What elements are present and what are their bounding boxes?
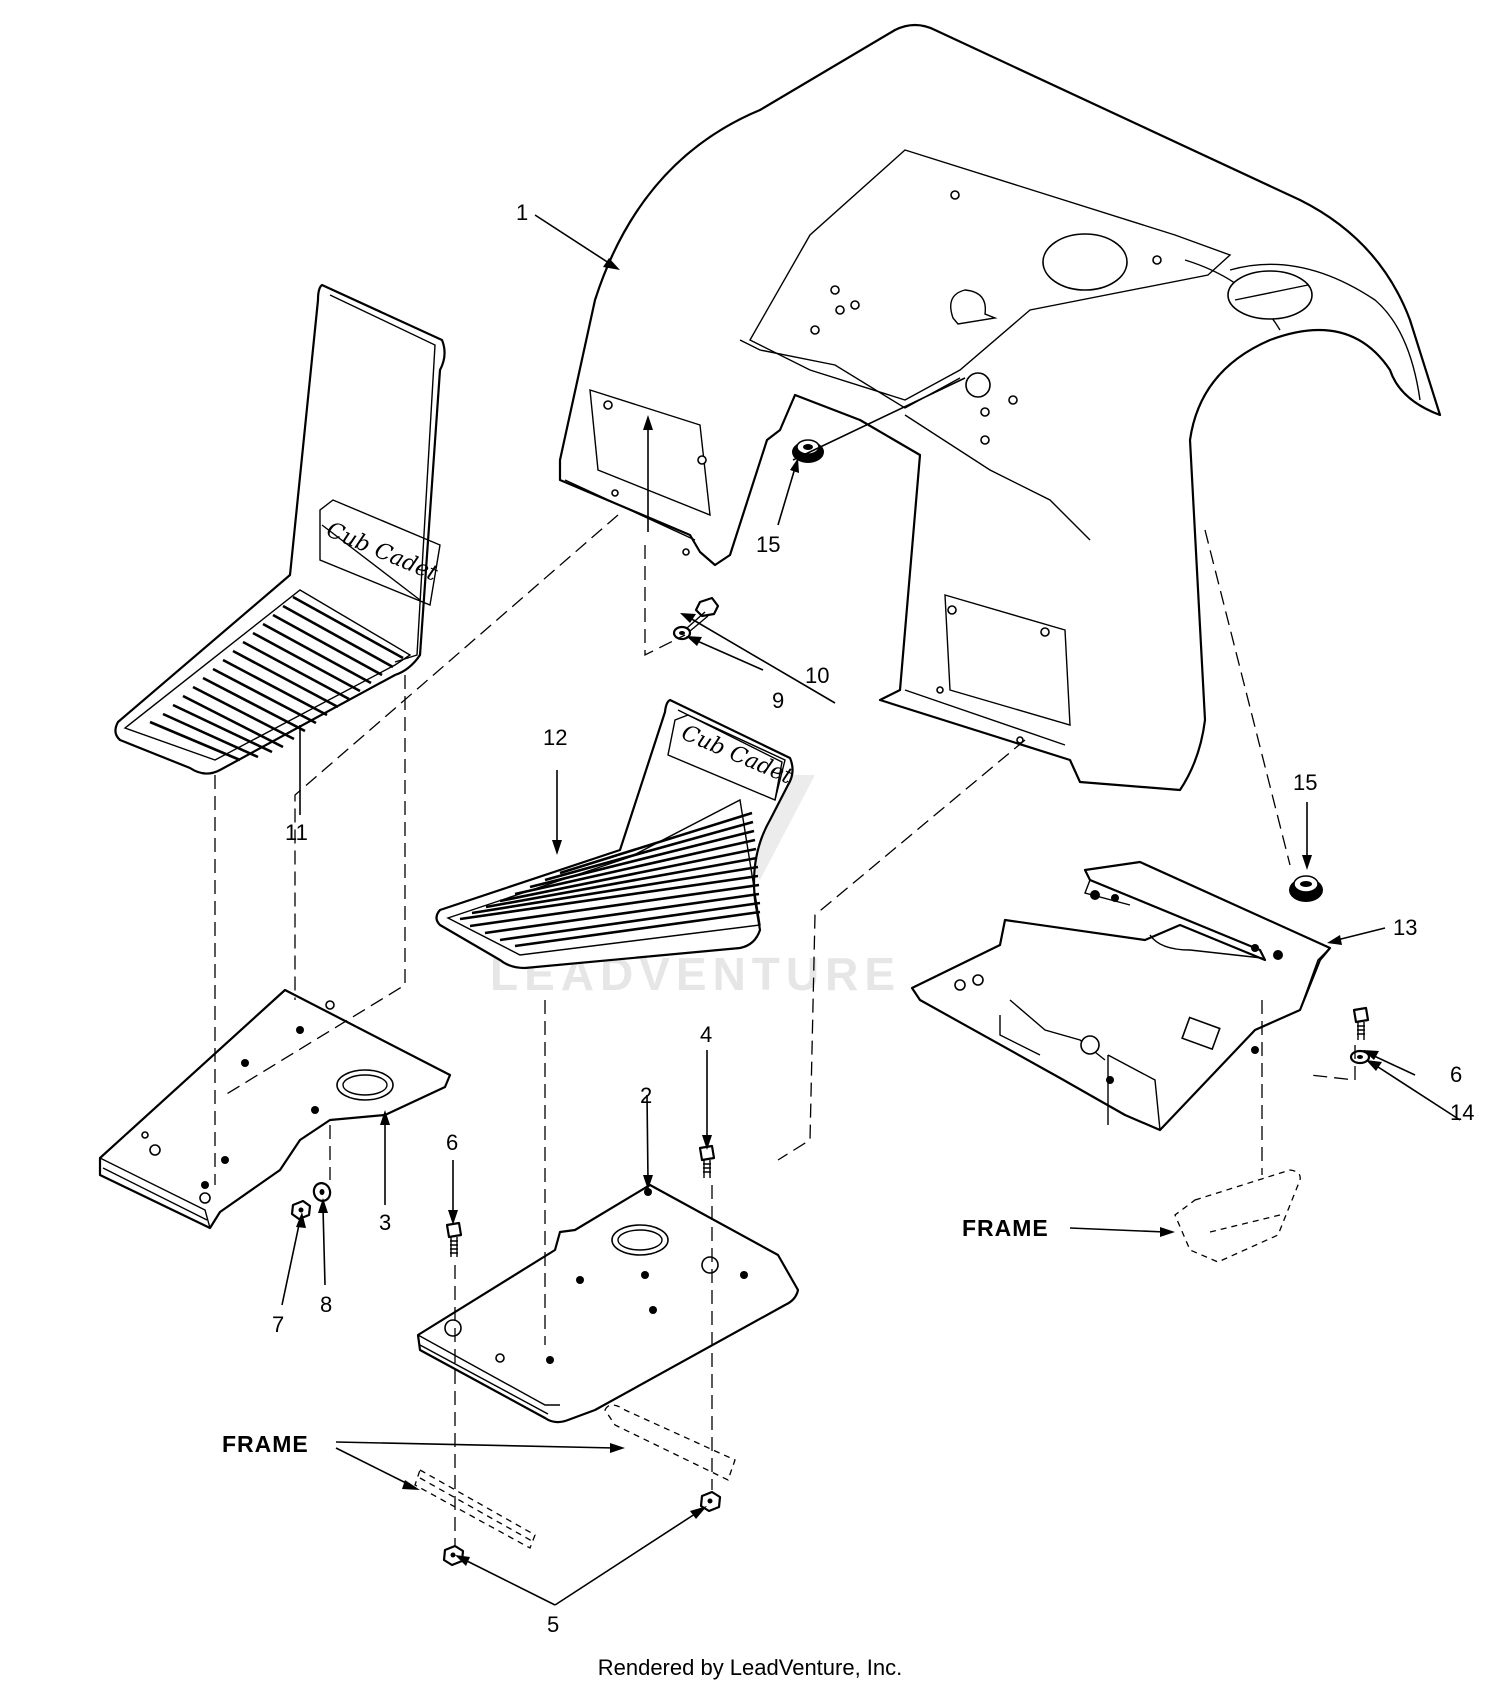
callout-10: 10 — [805, 663, 829, 688]
callout-15-upper: 15 — [756, 532, 780, 557]
callout-9: 9 — [772, 688, 784, 713]
callout-12: 12 — [543, 725, 567, 750]
footer-credit: Rendered by LeadVenture, Inc. — [597, 1655, 903, 1680]
callout-2: 2 — [640, 1083, 652, 1108]
frame-label-left: FRAME — [222, 1431, 309, 1457]
grommet-15-right — [1289, 875, 1323, 902]
callout-8: 8 — [320, 1292, 332, 1317]
callout-6-center: 6 — [446, 1130, 458, 1155]
seat-support-bracket — [910, 860, 1332, 1132]
assembly-lines — [214, 514, 1356, 1545]
leader-lines — [281, 214, 1461, 1606]
callout-13: 13 — [1393, 915, 1417, 940]
center-floor-mat: Cub Cadet — [435, 698, 796, 970]
mat11-ribs — [149, 595, 404, 762]
center-footrest-plate — [416, 1183, 800, 1424]
nut-7 — [290, 1199, 312, 1221]
left-footrest-plate — [98, 988, 452, 1230]
mat12-ribs — [459, 811, 761, 948]
frame-fragment-left — [414, 1469, 536, 1549]
bolt-4 — [698, 1144, 716, 1178]
nut-5-right — [699, 1490, 722, 1513]
callout-7: 7 — [272, 1312, 284, 1337]
frame-fragment-right — [1174, 1169, 1301, 1263]
frame-fragment-center — [604, 1404, 736, 1481]
bolt-6-right — [1352, 1006, 1370, 1040]
bolt-10 — [686, 596, 720, 632]
callout-labels: 1 2 3 4 5 6 6 7 8 9 10 11 12 13 14 15 15… — [222, 200, 1474, 1637]
callout-11: 11 — [285, 820, 308, 845]
frame-label-right: FRAME — [962, 1215, 1049, 1241]
fender-pan — [558, 23, 1442, 792]
washer-8 — [312, 1182, 332, 1202]
grommet-15-upper — [792, 439, 824, 463]
callout-6-right: 6 — [1450, 1062, 1462, 1087]
bolt-6-center — [445, 1221, 463, 1257]
callout-1: 1 — [516, 200, 528, 225]
callout-5: 5 — [547, 1612, 559, 1637]
callout-14: 14 — [1450, 1100, 1474, 1125]
callout-3: 3 — [379, 1210, 391, 1235]
callout-15-right: 15 — [1293, 770, 1317, 795]
callout-4: 4 — [700, 1022, 712, 1047]
left-floor-mat: Cub Cadet — [114, 283, 446, 775]
nut-5-left — [442, 1544, 465, 1567]
